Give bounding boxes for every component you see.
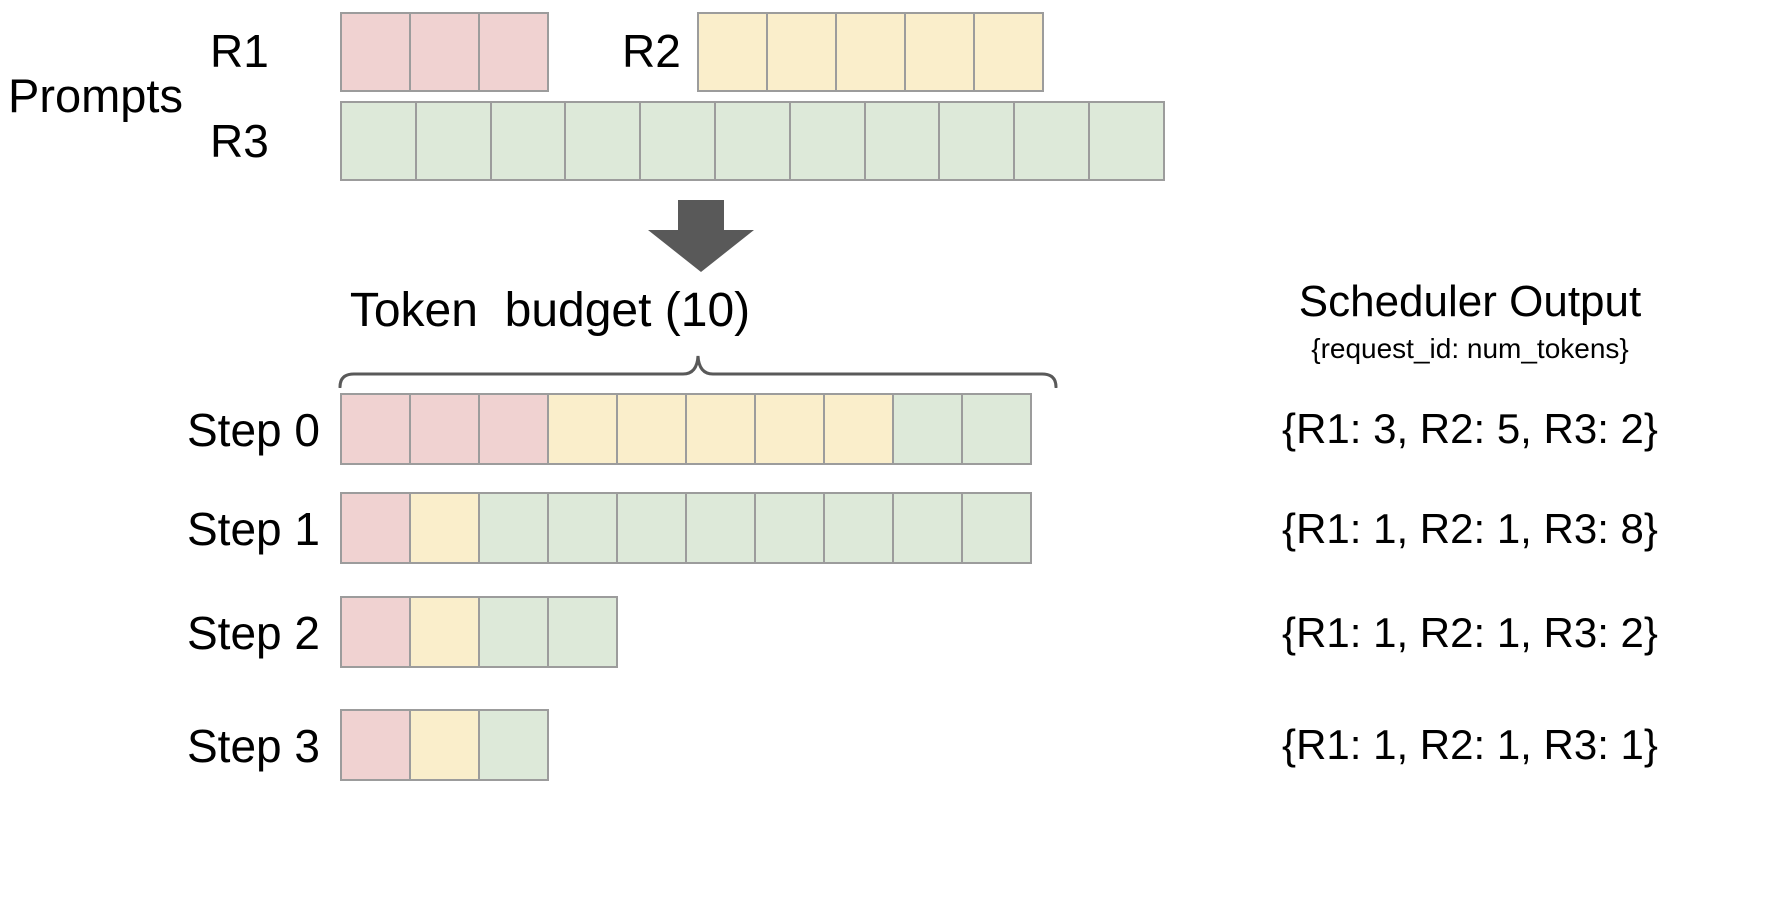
prompt-token-cell — [713, 101, 791, 181]
token-budget-title: Token budget (10) — [349, 284, 751, 337]
step-token-row — [340, 596, 618, 668]
step-label: Step 1 — [187, 503, 320, 555]
request-label-r2: R2 — [622, 25, 681, 77]
prompt-token-cell — [414, 101, 492, 181]
prompt-token-cell — [766, 12, 837, 92]
step-token-cell — [478, 709, 549, 781]
prompt-token-cell — [697, 12, 768, 92]
step-token-cell — [754, 492, 825, 564]
step-label: Step 3 — [187, 720, 320, 772]
prompt-token-cell — [340, 101, 417, 181]
step-token-cell — [823, 492, 894, 564]
step-token-row — [340, 393, 1032, 465]
scheduler-output-line: {R1: 1, R2: 1, R3: 8} — [1282, 505, 1658, 552]
step-token-cell — [478, 393, 549, 465]
prompt-token-cell — [409, 12, 480, 92]
prompt-token-row-r1 — [340, 12, 549, 92]
scheduler-output-line: {R1: 1, R2: 1, R3: 2} — [1282, 609, 1658, 656]
prompt-token-cell — [835, 12, 906, 92]
prompt-token-cell — [489, 101, 567, 181]
step-token-cell — [892, 492, 963, 564]
curly-brace-icon — [338, 352, 1058, 389]
step-token-cell — [478, 596, 549, 668]
request-label-r3: R3 — [210, 115, 269, 167]
prompt-token-cell — [564, 101, 642, 181]
prompt-token-cell — [639, 101, 716, 181]
step-token-cell — [409, 596, 480, 668]
prompt-token-cell — [478, 12, 549, 92]
prompt-token-cell — [973, 12, 1044, 92]
step-token-cell — [547, 596, 618, 668]
step-token-cell — [961, 492, 1032, 564]
step-label: Step 0 — [187, 404, 320, 456]
prompt-token-cell — [1087, 101, 1165, 181]
prompt-token-cell — [938, 101, 1016, 181]
prompt-token-row-r3 — [340, 101, 1165, 181]
prompt-token-row-r2 — [697, 12, 1044, 92]
scheduler-output-subtitle: {request_id: num_tokens} — [1311, 333, 1629, 364]
step-token-cell — [478, 492, 549, 564]
step-token-row — [340, 492, 1032, 564]
step-token-cell — [409, 492, 480, 564]
request-label-r1: R1 — [210, 25, 269, 77]
prompt-token-cell — [1013, 101, 1090, 181]
prompt-token-cell — [863, 101, 941, 181]
step-token-cell — [616, 393, 687, 465]
scheduler-output-line: {R1: 3, R2: 5, R3: 2} — [1282, 405, 1658, 452]
step-token-cell — [340, 393, 411, 465]
scheduler-output-title: Scheduler Output — [1298, 277, 1642, 326]
step-token-cell — [754, 393, 825, 465]
step-token-cell — [409, 709, 480, 781]
step-token-cell — [616, 492, 687, 564]
step-token-cell — [340, 492, 411, 564]
step-token-cell — [961, 393, 1032, 465]
down-arrow-icon — [636, 200, 766, 272]
step-token-cell — [409, 393, 480, 465]
step-token-cell — [547, 393, 618, 465]
prompt-token-cell — [340, 12, 411, 92]
step-label: Step 2 — [187, 607, 320, 659]
step-token-cell — [340, 596, 411, 668]
step-token-cell — [892, 393, 963, 465]
prompt-token-cell — [788, 101, 866, 181]
step-token-cell — [547, 492, 618, 564]
step-token-cell — [340, 709, 411, 781]
scheduler-output-line: {R1: 1, R2: 1, R3: 1} — [1282, 721, 1658, 768]
prompt-token-cell — [904, 12, 975, 92]
step-token-cell — [823, 393, 894, 465]
prompts-section-label: Prompts — [8, 69, 183, 122]
step-token-cell — [685, 393, 756, 465]
step-token-cell — [685, 492, 756, 564]
step-token-row — [340, 709, 549, 781]
